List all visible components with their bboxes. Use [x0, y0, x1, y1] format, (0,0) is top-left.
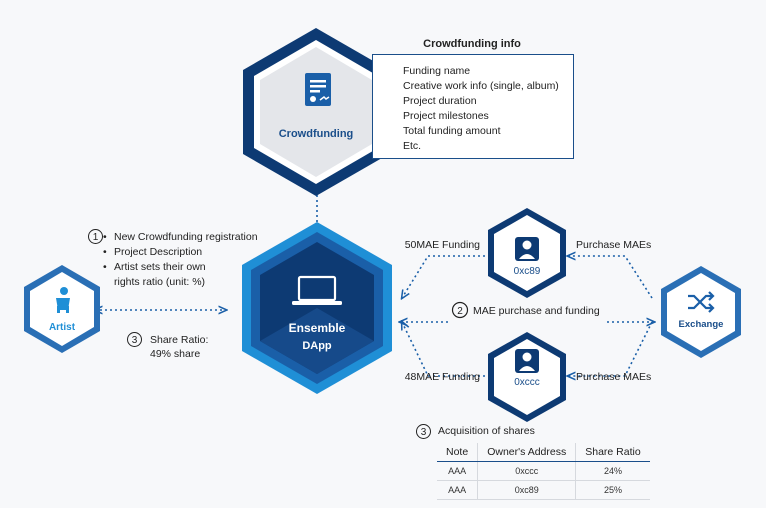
document-icon: [305, 73, 331, 106]
laptop-icon: [292, 275, 342, 305]
share-table: Note Owner's Address Share Ratio AAA 0xc…: [437, 443, 650, 500]
crowdfunding-info-box: [372, 54, 574, 159]
cell-note: AAA: [437, 480, 478, 500]
exchange-label: Exchange: [679, 319, 724, 330]
shuffle-icon: [688, 291, 715, 313]
step3-right-marker: 3: [416, 424, 437, 439]
share-ratio-note: Share Ratio: 49% share: [150, 333, 208, 361]
wallet-address: 0xc89: [514, 266, 541, 277]
cell-ratio: 24%: [575, 461, 650, 481]
purchase-label-0xccc: Purchase MAEs: [576, 371, 651, 383]
info-item: Etc.: [403, 140, 422, 152]
funding-label-0xc89: 50MAE Funding: [405, 239, 480, 251]
wallet-address: 0xccc: [514, 377, 540, 388]
table-row: AAA 0xccc 24%: [437, 461, 650, 481]
info-item: Creative work info (single, album): [403, 80, 559, 92]
user-icon: [515, 237, 539, 261]
cell-note: AAA: [437, 461, 478, 481]
step3-right-number: 3: [416, 424, 431, 439]
step2-label: 2 MAE purchase and funding: [451, 301, 600, 319]
wallet-node-0xc89[interactable]: 0xc89: [488, 208, 566, 298]
exchange-node[interactable]: Exchange: [661, 266, 741, 358]
step3-left-marker: 3: [127, 332, 148, 347]
info-item: Total funding amount: [403, 125, 501, 137]
svg-text:2: 2: [457, 306, 463, 317]
crowdfunding-info-title: Crowdfunding info: [423, 38, 521, 50]
step3-left-number: 3: [127, 332, 142, 347]
table-header-row: Note Owner's Address Share Ratio: [437, 443, 650, 462]
col-note: Note: [437, 443, 478, 462]
user-icon: [515, 349, 539, 373]
dapp-label-line2: DApp: [302, 340, 332, 352]
info-item: Project milestones: [403, 110, 489, 122]
step1-number: 1: [88, 229, 103, 244]
artist-node[interactable]: Artist: [24, 265, 100, 353]
step1-item: New Crowdfunding registration: [103, 230, 258, 245]
crowdfunding-info-list: Funding name Creative work info (single,…: [403, 64, 559, 154]
cell-ratio: 25%: [575, 480, 650, 500]
col-owner-address: Owner's Address: [477, 443, 576, 462]
purchase-label-0xc89: Purchase MAEs: [576, 239, 651, 251]
artist-label: Artist: [49, 322, 76, 333]
crowdfunding-node[interactable]: Crowdfunding: [243, 28, 389, 196]
acquisition-title: Acquisition of shares: [438, 425, 535, 437]
musician-icon: [56, 287, 70, 313]
crowdfunding-label: Crowdfunding: [279, 128, 354, 140]
dapp-node[interactable]: Ensemble DApp: [242, 222, 392, 394]
wallet-node-0xccc[interactable]: 0xccc: [488, 332, 566, 422]
step1-list: New Crowdfunding registration Project De…: [103, 230, 258, 290]
funding-label-0xccc: 48MAE Funding: [405, 371, 480, 383]
table-row: AAA 0xc89 25%: [437, 480, 650, 500]
step1-item: Project Description: [103, 245, 258, 260]
col-share-ratio: Share Ratio: [575, 443, 650, 462]
connector-wallet2-dapp: [402, 322, 485, 377]
share-ratio-value: 49% share: [150, 348, 201, 360]
share-ratio-title: Share Ratio:: [150, 334, 209, 346]
step1-item: Artist sets their own: [103, 260, 258, 275]
connectors: [95, 190, 654, 376]
info-item: Funding name: [403, 65, 471, 77]
connector-exchange-wallet1: [568, 256, 653, 299]
connector-wallet1-dapp: [402, 255, 485, 298]
info-item: Project duration: [403, 95, 477, 107]
cell-address: 0xccc: [477, 461, 576, 481]
connector-exchange-wallet2: [568, 321, 653, 376]
cell-address: 0xc89: [477, 480, 576, 500]
step1-item-continued: rights ratio (unit: %): [114, 276, 206, 288]
dapp-label-line1: Ensemble: [289, 321, 346, 335]
step2-text: MAE purchase and funding: [473, 305, 600, 317]
